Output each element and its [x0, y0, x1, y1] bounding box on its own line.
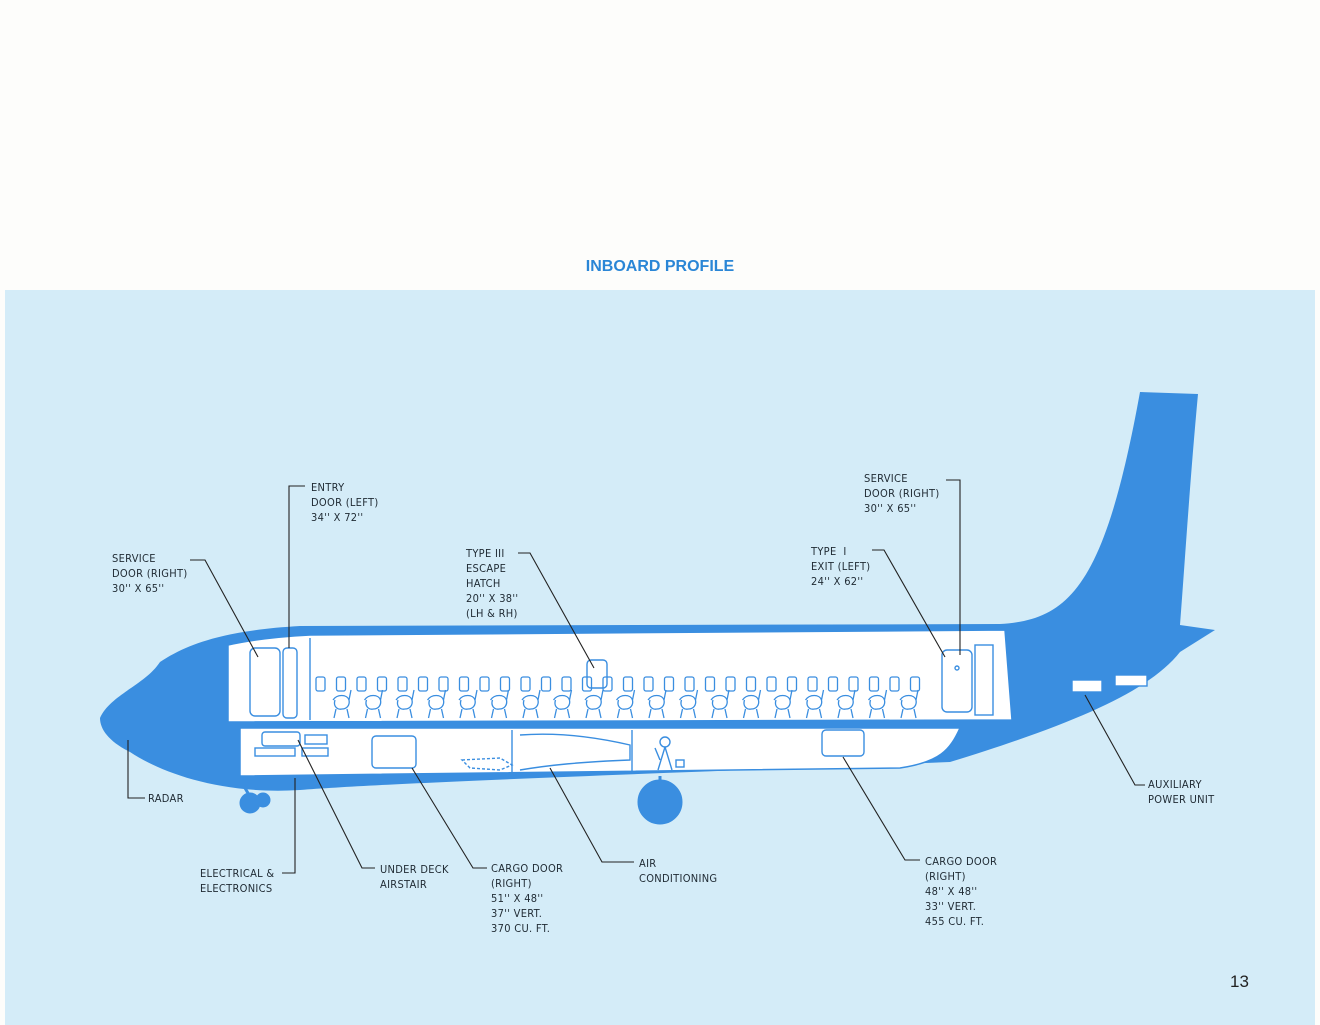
- cabin-window: [438, 676, 449, 692]
- passenger-seat: [836, 689, 856, 719]
- callout-cargo-door-front: CARGO DOOR(RIGHT)51'' X 48''37'' VERT.37…: [491, 862, 564, 935]
- main-deck-cabin: [227, 629, 1013, 777]
- cabin-window: [417, 676, 429, 692]
- leader-lines: [127, 479, 1145, 874]
- cabin-window: [540, 676, 552, 692]
- passenger-seat: [741, 689, 762, 719]
- cabin-window: [335, 676, 347, 692]
- passenger-seat: [363, 689, 384, 719]
- passenger-seat: [552, 689, 573, 719]
- cabin-window: [868, 676, 880, 692]
- cabin-window: [766, 676, 777, 692]
- passenger-seat: [773, 689, 793, 719]
- passenger-seat: [426, 689, 447, 719]
- cabin-window: [643, 676, 654, 692]
- cabin-window: [397, 676, 408, 692]
- passenger-seat: [615, 689, 636, 719]
- cabin-window: [622, 676, 634, 692]
- passenger-seat: [899, 689, 919, 719]
- page-title: INBOARD PROFILE: [585, 258, 735, 275]
- callout-cargo-door-rear: CARGO DOOR(RIGHT)48'' X 48''33'' VERT.45…: [925, 855, 998, 928]
- cabin-window: [663, 676, 675, 692]
- cabin-window: [479, 676, 490, 692]
- cabin-window: [704, 676, 716, 692]
- cabin-window: [889, 676, 900, 692]
- passenger-seat: [710, 689, 730, 719]
- doors-and-compartments: [249, 638, 1148, 773]
- cabin-window: [561, 676, 572, 692]
- passenger-seat: [867, 689, 888, 719]
- passenger-seat: [332, 689, 352, 719]
- cabin-window: [315, 676, 326, 692]
- cabin-window: [458, 676, 470, 692]
- passenger-seat: [489, 689, 510, 719]
- passenger-seat: [458, 689, 478, 719]
- passenger-seat: [521, 689, 541, 719]
- cabin-window: [807, 676, 818, 692]
- cabin-window: [848, 676, 859, 692]
- passenger-seat: [395, 689, 415, 719]
- page-number: 13: [1230, 972, 1249, 991]
- cabin-window: [499, 676, 511, 692]
- passenger-seat: [804, 689, 825, 719]
- cabin-window: [684, 676, 695, 692]
- passenger-seat: [647, 689, 667, 719]
- cabin-window: [745, 676, 757, 692]
- callout-radar: RADAR: [148, 792, 184, 805]
- passenger-seats: [315, 676, 921, 719]
- passenger-seat: [584, 689, 604, 719]
- cabin-window: [827, 676, 839, 692]
- cabin-window: [520, 676, 531, 692]
- callout-electrical: ELECTRICAL &ELECTRONICS: [200, 867, 275, 895]
- cabin-window: [725, 676, 736, 692]
- passenger-seat: [678, 689, 699, 719]
- landing-gear: [236, 775, 683, 825]
- cabin-window: [909, 676, 921, 692]
- cabin-window: [356, 676, 367, 692]
